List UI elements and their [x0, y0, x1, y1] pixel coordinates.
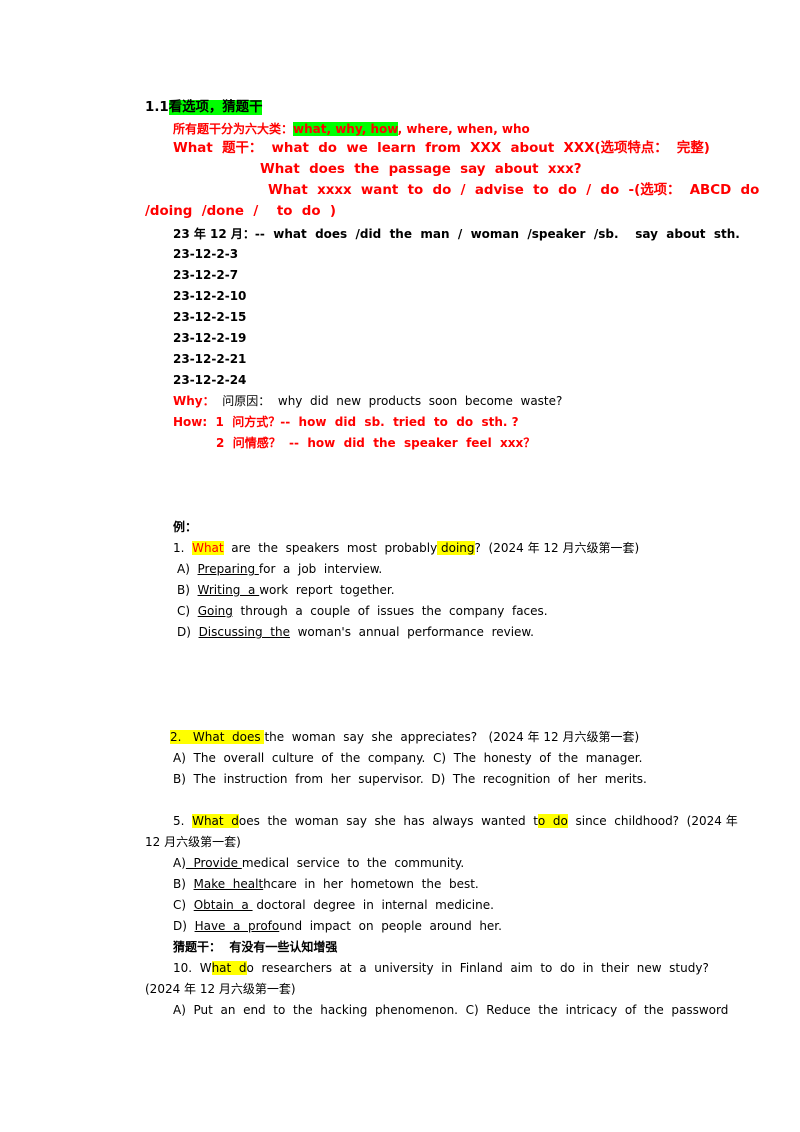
ref-item: 23-12-2-24	[173, 373, 247, 387]
q2-highlight: 2. What does	[170, 730, 265, 744]
q1-option-d: D) Discussing the woman's annual perform…	[177, 624, 534, 640]
ref-item: 23-12-2-3	[173, 247, 239, 261]
ref-item: 23-12-2-21	[173, 352, 247, 366]
q1-number: 1.	[173, 541, 193, 555]
categories-sep: ,	[397, 122, 403, 136]
q1-option-b: B) Writing a work report together.	[177, 582, 395, 598]
q1-option-c: C) Going through a couple of issues the …	[177, 603, 548, 619]
section-number: 1.1	[145, 100, 169, 115]
q10-source-cont: (2024 年 12 月六级第一套)	[145, 982, 296, 996]
option-underlined: Provide	[185, 856, 242, 870]
ref-item: 23-12-2-15	[173, 310, 247, 324]
ref-item: 23-12-2-19	[173, 331, 247, 345]
question-2: 2. What does the woman say she appreciat…	[170, 729, 639, 745]
q1-highlight-2: doing	[437, 541, 475, 555]
q1-text: are the speakers most probably	[223, 541, 438, 555]
why-line: Why： 问原因： why did new products soon beco…	[173, 393, 562, 409]
option-underlined: Discussing the	[198, 625, 290, 639]
categories-rest: where, when, who	[402, 122, 530, 136]
example-label: 例：	[173, 520, 198, 534]
option-underlined: Writing a	[197, 583, 260, 597]
option-prefix: B)	[173, 877, 194, 891]
question-10: 10. What do researchers at a university …	[173, 960, 709, 976]
option-rest: through a couple of issues the company f…	[232, 604, 548, 618]
option-rest: woman's annual performance review.	[289, 625, 534, 639]
guess-line: 猜题干： 有没有一些认知增强	[173, 940, 338, 954]
option-prefix: B)	[177, 583, 198, 597]
q5-option-b: B) Make healthcare in her hometown the b…	[173, 876, 479, 892]
option-rest: work report together.	[259, 583, 395, 597]
q10-text: o researchers at a university in Finland…	[246, 961, 709, 975]
option-underlined: Make healt	[193, 877, 264, 891]
option-rest: medical service to the community.	[241, 856, 465, 870]
q5-text: oes the woman say she has always wanted …	[238, 814, 538, 828]
option-rest: hcare in her hometown the best.	[263, 877, 479, 891]
q5-highlight-2: o do	[537, 814, 568, 828]
q10-options-line-1: A) Put an end to the hacking phenomenon.…	[173, 1003, 729, 1017]
option-prefix: D)	[177, 625, 199, 639]
option-prefix: D)	[173, 919, 195, 933]
why-text: 问原因： why did new products soon become wa…	[214, 394, 563, 408]
q1-highlight: What	[192, 541, 224, 555]
question-1: 1. What are the speakers most probably d…	[173, 540, 639, 556]
option-prefix: C)	[173, 898, 194, 912]
option-rest: doctoral degree in internal medicine.	[252, 898, 494, 912]
dec23-line: 23 年 12 月：-- what does /did the man / wo…	[173, 227, 740, 241]
q10-highlight: hat d	[211, 961, 247, 975]
q1-source: ? (2024 年 12 月六级第一套)	[474, 541, 640, 555]
categories-label: 所有题干分为六大类：	[173, 122, 294, 136]
q5-option-c: C) Obtain a doctoral degree in internal …	[173, 897, 494, 913]
how-line-1: How: 1 问方式？-- how did sb. tried to do st…	[173, 415, 519, 429]
ref-item: 23-12-2-10	[173, 289, 247, 303]
q10-number: 10. W	[173, 961, 212, 975]
q5-option-d: D) Have a profound impact on people arou…	[173, 918, 502, 934]
why-colon: ：	[202, 394, 215, 408]
option-underlined: Going	[197, 604, 233, 618]
what-line-2: What does the passage say about xxx?	[260, 162, 582, 177]
why-label: Why	[173, 394, 203, 408]
q2-options-line-1: A) The overall culture of the company. C…	[173, 751, 643, 765]
option-underlined: Have a profo	[194, 919, 280, 933]
ref-item: 23-12-2-7	[173, 268, 239, 282]
q5-option-a: A) Provide medical service to the commun…	[173, 855, 464, 871]
how-line-2: 2 问情感？ -- how did the speaker feel xxx？	[216, 436, 536, 450]
option-underlined: Preparing	[197, 562, 259, 576]
q2-text: the woman say she appreciates? (2024 年 1…	[264, 730, 640, 744]
q2-options-line-2: B) The instruction from her supervisor. …	[173, 772, 647, 786]
what-line-3: What xxxx want to do / advise to do / do…	[268, 183, 760, 198]
option-prefix: A)	[173, 856, 186, 870]
question-5: 5. What does the woman say she has alway…	[173, 813, 738, 829]
option-rest: und impact on people around her.	[279, 919, 502, 933]
option-rest: for a job interview.	[258, 562, 383, 576]
option-prefix: A)	[177, 562, 198, 576]
q5-source: since childhood? (2024 年	[567, 814, 738, 828]
q1-option-a: A) Preparing for a job interview.	[177, 561, 382, 577]
what-head: What 题干： what do we learn from XXX about…	[173, 141, 710, 156]
section-title-text: 看选项，猜题干	[168, 100, 263, 115]
option-prefix: C)	[177, 604, 198, 618]
categories-line: 所有题干分为六大类：what, why, how, where, when, w…	[173, 121, 530, 137]
q5-source-cont: 12 月六级第一套)	[145, 835, 241, 849]
q5-number: 5.	[173, 814, 193, 828]
what-line-4: /doing /done / to do )	[145, 204, 337, 219]
option-underlined: Obtain a	[193, 898, 253, 912]
section-title: 1.1看选项，猜题干	[145, 100, 263, 116]
categories-highlight: what, why, how	[293, 122, 398, 136]
q5-highlight: What d	[192, 814, 239, 828]
